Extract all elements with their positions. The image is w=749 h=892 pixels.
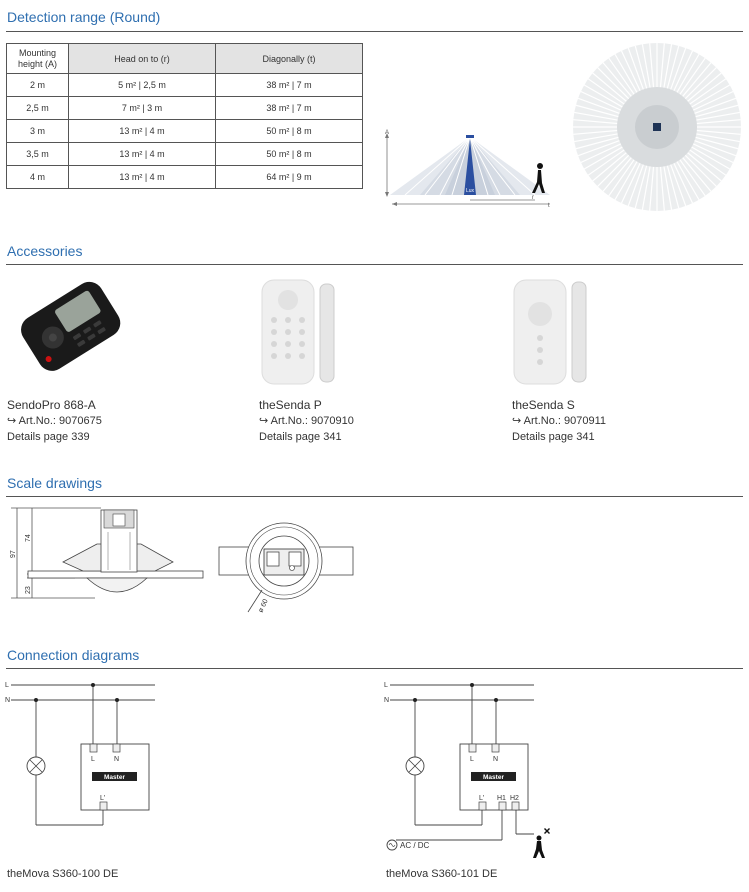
- detection-title: Detection range (Round): [7, 9, 161, 25]
- label-lux: Lux: [466, 188, 475, 194]
- detection-rule: [6, 31, 743, 32]
- table-row: 2,5 m 7 m² | 3 m 38 m² | 7 m: [6, 96, 363, 120]
- accessory-thesenda-p: theSenda P ↪ Art.No.: 9070910 Details pa…: [259, 397, 354, 445]
- side-detection-diagram: A Lux r t: [385, 130, 550, 209]
- line-label-n: N: [384, 697, 389, 704]
- accessories-title: Accessories: [7, 243, 83, 259]
- cell: 3 m: [6, 119, 69, 143]
- connection-diagram-100: L N L N Master L': [5, 682, 155, 826]
- cell: 7 m² | 3 m: [68, 96, 216, 120]
- master-label: Master: [483, 774, 504, 781]
- details-page: Details page 339: [7, 431, 90, 443]
- terminal-h2: H2: [510, 795, 519, 802]
- terminal-lp: L': [479, 795, 484, 802]
- header-head-on: Head on to (r): [68, 43, 216, 74]
- master-label: Master: [104, 774, 125, 781]
- terminal-h1: H1: [497, 795, 506, 802]
- dim-74: 74: [25, 534, 32, 542]
- header-mounting: Mounting height (A): [6, 43, 69, 74]
- cell: 3,5 m: [6, 142, 69, 166]
- table-row: 4 m 13 m² | 4 m 64 m² | 9 m: [6, 165, 363, 189]
- label-a: A: [385, 130, 389, 136]
- cell: 50 m² | 8 m: [215, 119, 363, 143]
- connection-title: Connection diagrams: [7, 647, 140, 663]
- side-scale-drawing: 97 74 23: [10, 507, 204, 599]
- accessory-name: theSenda P: [259, 398, 322, 412]
- terminal-n: N: [493, 756, 498, 763]
- pushbutton-person-icon: [533, 828, 550, 858]
- top-view-detection-diagram: [573, 43, 741, 211]
- detection-table: Mounting height (A) Head on to (r) Diago…: [6, 43, 363, 189]
- accessory-thesenda-s: theSenda S ↪ Art.No.: 9070911 Details pa…: [512, 397, 606, 445]
- thesenda-p-image: [261, 279, 335, 385]
- terminal-l: L: [470, 756, 474, 763]
- dim-diameter: ø 60: [257, 598, 269, 614]
- table-row: 3,5 m 13 m² | 4 m 50 m² | 8 m: [6, 142, 363, 166]
- table-row: 2 m 5 m² | 2,5 m 38 m² | 7 m: [6, 73, 363, 97]
- art-number: Art.No.: 9070910: [270, 415, 354, 427]
- label-r: r: [532, 195, 534, 201]
- cell: 64 m² | 9 m: [215, 165, 363, 189]
- cell: 13 m² | 4 m: [68, 165, 216, 189]
- accessory-name: SendoPro 868-A: [7, 398, 96, 412]
- arrow-icon: ↪: [7, 415, 17, 427]
- connection-diagram-101: L N L N Master L' H1 H2 AC / DC: [384, 682, 550, 858]
- thesenda-s-image: [513, 279, 587, 385]
- scale-rule: [6, 496, 743, 497]
- line-label-l: L: [384, 682, 388, 689]
- arrow-icon: ↪: [512, 415, 522, 427]
- caption-s360-100: theMova S360-100 DE: [7, 868, 119, 880]
- header-diagonally: Diagonally (t): [215, 43, 363, 74]
- details-page: Details page 341: [259, 431, 342, 443]
- cell: 13 m² | 4 m: [68, 142, 216, 166]
- terminal-lp: L': [100, 795, 105, 802]
- connection-rule: [6, 668, 743, 669]
- terminal-n: N: [114, 756, 119, 763]
- details-page: Details page 341: [512, 431, 595, 443]
- acdc-label: AC / DC: [400, 841, 430, 850]
- cell: 2,5 m: [6, 96, 69, 120]
- accessory-sendopro: SendoPro 868-A ↪ Art.No.: 9070675 Detail…: [7, 397, 102, 445]
- line-label-n: N: [5, 697, 10, 704]
- sendopro-image: [21, 281, 121, 371]
- dim-23: 23: [25, 586, 32, 594]
- cell: 2 m: [6, 73, 69, 97]
- dim-97: 97: [10, 550, 17, 558]
- label-t: t: [548, 203, 550, 209]
- cell: 5 m² | 2,5 m: [68, 73, 216, 97]
- accessories-rule: [6, 264, 743, 265]
- accessory-name: theSenda S: [512, 398, 575, 412]
- cell: 50 m² | 8 m: [215, 142, 363, 166]
- arrow-icon: ↪: [259, 415, 269, 427]
- top-scale-drawing: ø 60: [218, 522, 354, 614]
- cell: 38 m² | 7 m: [215, 96, 363, 120]
- scale-title: Scale drawings: [7, 475, 102, 491]
- terminal-l: L: [91, 756, 95, 763]
- cell: 13 m² | 4 m: [68, 119, 216, 143]
- line-label-l: L: [5, 682, 9, 689]
- cell: 4 m: [6, 165, 69, 189]
- caption-s360-101: theMova S360-101 DE: [386, 868, 498, 880]
- art-number: Art.No.: 9070675: [18, 415, 102, 427]
- table-row: 3 m 13 m² | 4 m 50 m² | 8 m: [6, 119, 363, 143]
- cell: 38 m² | 7 m: [215, 73, 363, 97]
- art-number: Art.No.: 9070911: [523, 415, 607, 427]
